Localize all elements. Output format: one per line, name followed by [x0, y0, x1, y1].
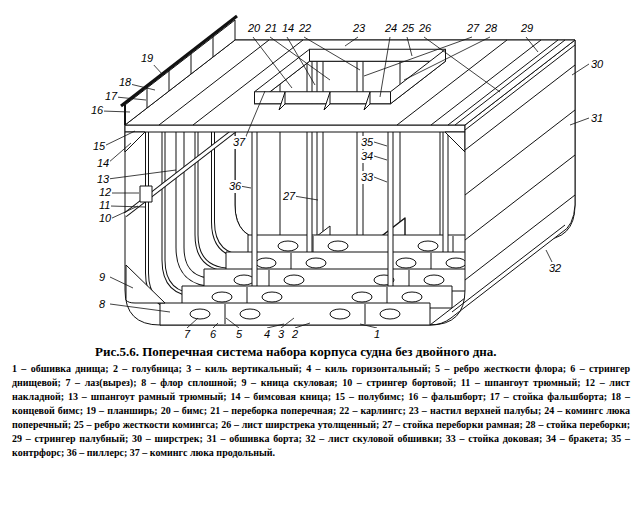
callout-number: 15: [92, 140, 106, 153]
callout-number: 1: [373, 328, 381, 341]
callout-number: 12: [98, 186, 112, 199]
callout-number: 22: [298, 22, 312, 35]
callout-number: 26: [418, 22, 432, 35]
callout-number: 14: [281, 22, 295, 35]
figure-caption: 1 – обшивка днища; 2 – голубница; 3 – ки…: [12, 362, 630, 460]
callout-number: 20: [247, 22, 261, 35]
callout-number: 9: [98, 271, 106, 284]
callout-number: 4: [263, 328, 271, 341]
callout-number: 19: [140, 52, 154, 65]
callout-number: 27: [282, 190, 296, 203]
callout-number: 27: [466, 22, 480, 35]
callout-number: 37: [232, 136, 246, 149]
callout-number: 13: [96, 173, 110, 186]
callout-number: 2: [291, 328, 299, 341]
callout-number: 6: [209, 328, 217, 341]
callout-number: 33: [360, 171, 374, 184]
callout-number: 8: [98, 298, 106, 311]
callout-number: 17: [104, 90, 118, 103]
callout-number: 34: [360, 150, 374, 163]
callout-number: 10: [98, 212, 112, 225]
callout-number: 35: [360, 136, 374, 149]
figure-title: Рис.5.6. Поперечная система набора корпу…: [95, 344, 496, 359]
callout-number: 29: [520, 22, 534, 35]
callout-number: 36: [228, 180, 242, 193]
callout-number: 16: [90, 104, 104, 117]
callout-number: 3: [277, 328, 285, 341]
callout-number: 31: [590, 112, 604, 125]
callout-number: 7: [183, 328, 191, 341]
callout-number: 21: [264, 22, 278, 35]
callout-number: 18: [118, 76, 132, 89]
callout-number: 25: [401, 22, 415, 35]
callout-number: 32: [548, 262, 562, 275]
callout-number: 24: [384, 22, 398, 35]
callout-number: 14: [96, 157, 110, 170]
callout-number: 5: [235, 328, 243, 341]
callout-number: 30: [590, 58, 604, 71]
callout-number: 23: [352, 22, 366, 35]
callout-number: 11: [98, 199, 111, 212]
callout-number: 28: [484, 22, 498, 35]
